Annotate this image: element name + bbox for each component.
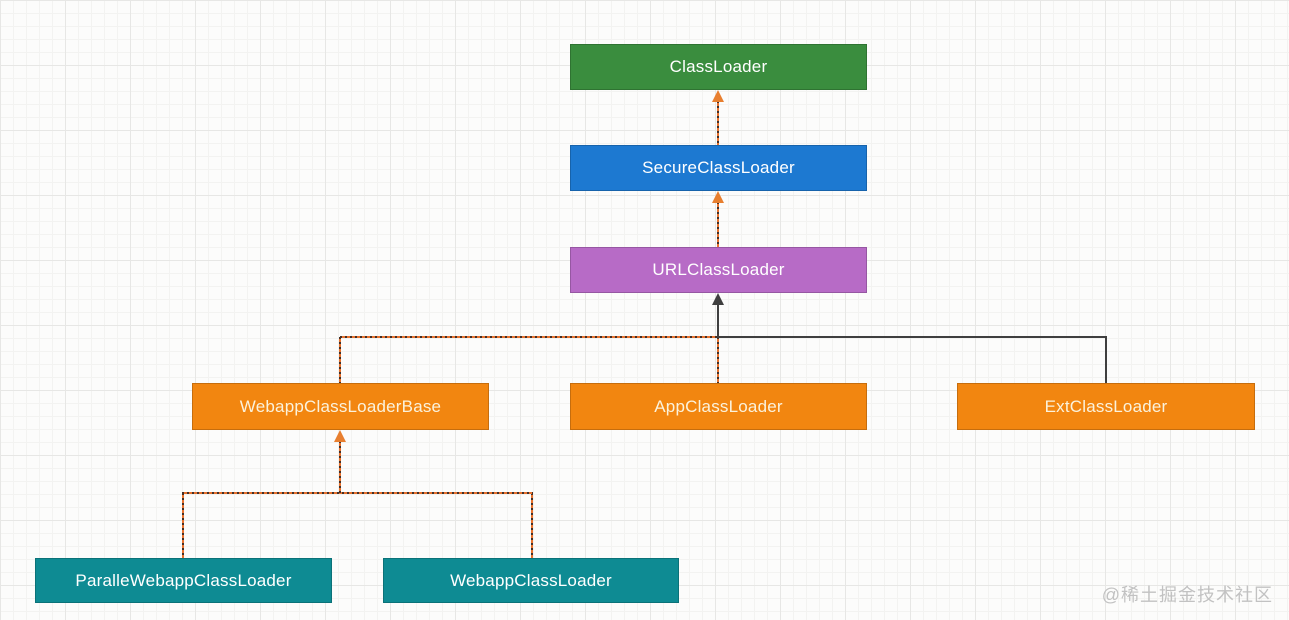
connector-segment xyxy=(717,202,719,247)
arrowhead-up-icon xyxy=(712,293,724,305)
arrowhead-up-icon xyxy=(712,191,724,203)
node-secure-classloader: SecureClassLoader xyxy=(570,145,867,191)
arrowhead-up-icon xyxy=(712,90,724,102)
connector-segment xyxy=(182,492,533,494)
connector-segment xyxy=(182,493,184,558)
connector-segment xyxy=(717,101,719,145)
node-webapp-classloader: WebappClassLoader xyxy=(383,558,679,603)
connector-segment xyxy=(531,493,533,558)
node-app-classloader: AppClassLoader xyxy=(570,383,867,430)
arrowhead-up-icon xyxy=(334,430,346,442)
connector-segment xyxy=(339,337,341,383)
node-url-classloader: URLClassLoader xyxy=(570,247,867,293)
connector-segment xyxy=(717,336,1107,338)
watermark: @稀土掘金技术社区 xyxy=(1101,585,1273,605)
node-ext-classloader: ExtClassLoader xyxy=(957,383,1255,430)
connector-segment xyxy=(340,336,719,338)
connector-segment xyxy=(339,441,341,493)
node-paralle-webapp-classloader: ParalleWebappClassLoader xyxy=(35,558,332,603)
connector-segment xyxy=(717,337,719,383)
node-classloader: ClassLoader xyxy=(570,44,867,90)
connector-segment xyxy=(1105,337,1107,383)
connector-segment xyxy=(717,304,719,337)
node-webapp-classloader-base: WebappClassLoaderBase xyxy=(192,383,489,430)
